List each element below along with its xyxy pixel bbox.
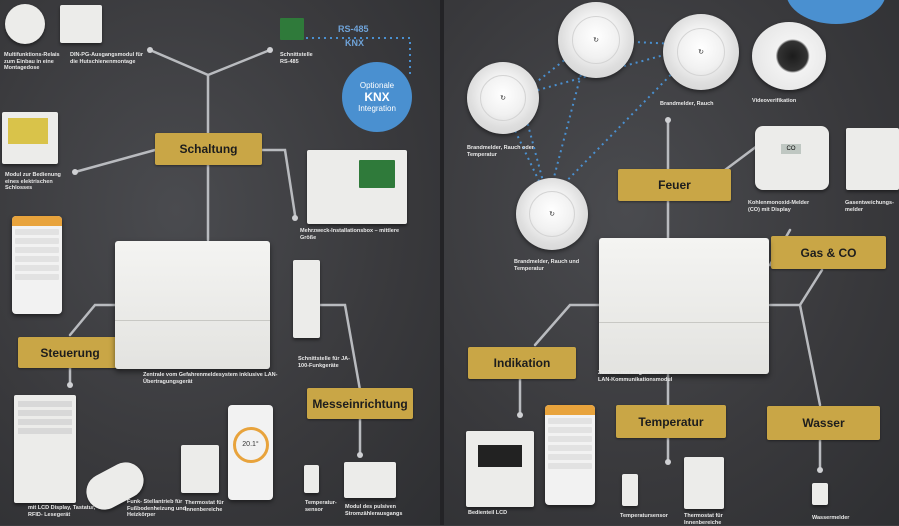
caption-water: Wassermelder <box>812 515 850 521</box>
thermostat-readout: 20.1° <box>232 427 269 463</box>
category-indikation: Indikation <box>468 347 576 379</box>
lock-module <box>2 112 58 164</box>
caption-temp-sensor-left: Temperatur-sensor <box>305 500 337 513</box>
ja100-interface <box>293 260 320 338</box>
caption-lock: Modul zur Bedienung eines elektrischen S… <box>5 172 61 191</box>
caption-ja100: Schnittstelle für JA-100-Funkgeräte <box>298 356 350 369</box>
caption-smoke-temp-2: Brandmelder, Rauch und Temperatur <box>514 259 580 272</box>
caption-din: DIN-PG-Ausgangsmodul für die Hutschienen… <box>70 52 144 65</box>
caption-smoke: Brandmelder, Rauch <box>660 101 714 107</box>
caption-thermostat-right: Thermostat für Innenbereiche <box>684 513 723 526</box>
smoke-detector-3 <box>663 14 739 90</box>
caption-install-box: Mehrzweck-Installationsbox – mittlere Gr… <box>300 228 400 241</box>
category-temperatur: Temperatur <box>616 405 726 438</box>
caption-thermostat-left: Thermostat für Innenbereiche <box>185 500 224 513</box>
co-display: CO <box>781 144 801 154</box>
rs485-interface-board <box>280 18 304 40</box>
knx-line1: Optionale <box>359 81 395 90</box>
thermostat-right <box>684 457 724 509</box>
central-unit-left <box>115 241 270 369</box>
caption-relay: Multifunktions-Relais zum Einbau in eine… <box>4 52 60 71</box>
caption-central-left: Zentrale vom Gefahrenmeldesystem inklusi… <box>143 372 278 385</box>
gas-detector <box>846 128 899 190</box>
caption-keypad-lcd: Bedienteil LCD <box>468 510 508 516</box>
installation-box <box>307 150 407 224</box>
caption-pulse-module: Modul des pulsiven Stromzählerausgangs <box>345 504 403 517</box>
caption-temp-sensor-right: Temperatursensor <box>620 513 668 519</box>
category-wasser: Wasser <box>767 406 880 440</box>
category-feuer: Feuer <box>618 169 731 201</box>
smoke-detector-2 <box>558 2 634 78</box>
central-unit-right <box>599 238 769 374</box>
smartphone-app-right <box>545 405 595 505</box>
knx-line3: Integration <box>358 104 396 113</box>
caption-actuator: Funk- Stellantrieb für Fußbodenheizung u… <box>127 499 186 518</box>
board-seam <box>440 0 444 525</box>
caption-lcd-keypad: mit LCD Display, Tastatur, RFID- Leseger… <box>28 505 96 518</box>
co-detector: CO <box>755 126 829 190</box>
caption-smoke-temp-1: Brandmelder, Rauch oder Temperatur <box>467 145 534 158</box>
category-steuerung: Steuerung <box>18 337 122 368</box>
knx-integration-badge: Optionale KNX Integration <box>342 62 412 132</box>
thermostat-left <box>181 445 219 493</box>
rs485-label: RS-485 <box>338 24 369 34</box>
smartphone-thermostat: 20.1° <box>228 405 273 500</box>
smoke-detector-1 <box>467 62 539 134</box>
category-schaltung: Schaltung <box>155 133 262 165</box>
category-gas-co: Gas & CO <box>771 236 886 269</box>
caption-video: Videoverifikation <box>752 98 797 104</box>
smartphone-app-left <box>12 216 62 314</box>
temperature-sensor-left <box>304 465 319 493</box>
caption-gas: Gasentweichungs-melder <box>845 200 894 213</box>
lcd-keypad-module <box>14 395 76 503</box>
caption-central-right: Zentrale mit eingebautem LAN-Kommunikati… <box>598 370 673 383</box>
knx-line2: KNX <box>364 90 390 104</box>
din-module <box>60 5 102 43</box>
smoke-detector-4 <box>516 178 588 250</box>
temperature-sensor-right <box>622 474 638 506</box>
lcd-keypad-right <box>466 431 534 507</box>
caption-rs485: Schnittstelle RS-485 <box>280 52 313 65</box>
water-detector <box>812 483 828 505</box>
pulse-meter-module <box>344 462 396 498</box>
caption-co: Kohlenmonoxid-Melder (CO) mit Display <box>748 200 810 213</box>
relay-module <box>5 4 45 44</box>
knx-small-label: KNX <box>345 38 365 48</box>
category-messeinrichtung: Messeinrichtung <box>307 388 413 419</box>
video-camera <box>752 22 826 90</box>
